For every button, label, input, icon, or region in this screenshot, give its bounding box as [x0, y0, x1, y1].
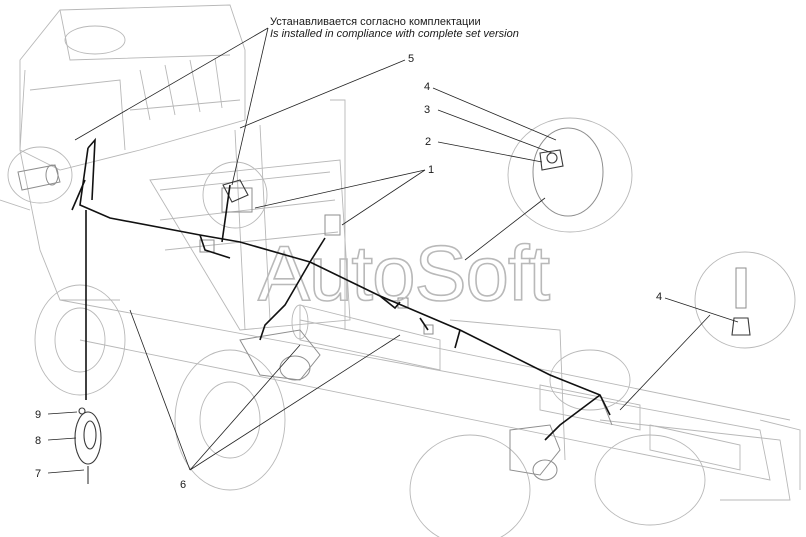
- components: [199, 187, 613, 481]
- parts-7-8-9: [74, 407, 102, 484]
- cab-outline: [0, 4, 246, 301]
- tanks: [291, 304, 741, 471]
- annotation-ru: Устанавливается согласно комплектации: [270, 16, 481, 28]
- detail-circle-headlight: [7, 146, 73, 204]
- callout-1: 1: [428, 164, 434, 176]
- detail-circle-sensor: [694, 251, 796, 349]
- callout-2: 2: [425, 136, 431, 148]
- callout-5: 5: [408, 53, 414, 65]
- watermark: AutoSoft: [258, 229, 551, 317]
- callout-4-fuel-tank: 4: [424, 81, 430, 93]
- callout-4-sensor: 4: [656, 291, 662, 303]
- callout-9: 9: [35, 409, 41, 421]
- callout-7: 7: [35, 468, 41, 480]
- wiring-harness: [71, 137, 611, 441]
- annotation-en: Is installed in compliance with complete…: [270, 28, 519, 40]
- callout-8: 8: [35, 435, 41, 447]
- detail-circle-fuel-tank: [507, 117, 633, 233]
- wheels: [34, 284, 706, 537]
- leader-lines: [47, 27, 739, 474]
- chassis-frame: [59, 99, 801, 501]
- callout-3: 3: [424, 104, 430, 116]
- callout-6: 6: [180, 479, 186, 491]
